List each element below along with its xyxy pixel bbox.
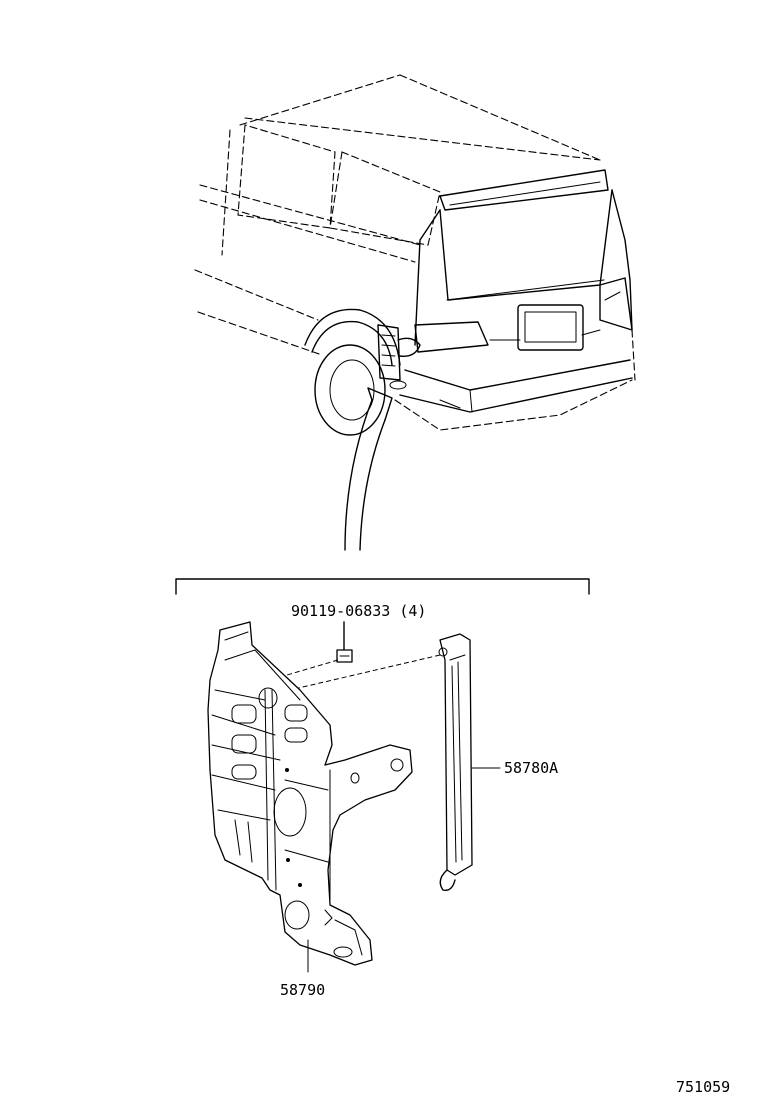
bolt-icon [336, 621, 353, 663]
panel-callout: 58790 [280, 981, 326, 999]
bolt-callout: 90119-06833 (4) [291, 602, 427, 620]
section-bracket-line [175, 578, 590, 595]
curved-arrow-icon [344, 387, 393, 551]
minivan-rear-view-icon [194, 74, 636, 436]
mounting-panel-icon [207, 621, 413, 973]
support-bracket-icon [438, 633, 501, 891]
bracket-callout: 58780A [504, 759, 559, 777]
diagram-id: 751059 [676, 1078, 731, 1096]
